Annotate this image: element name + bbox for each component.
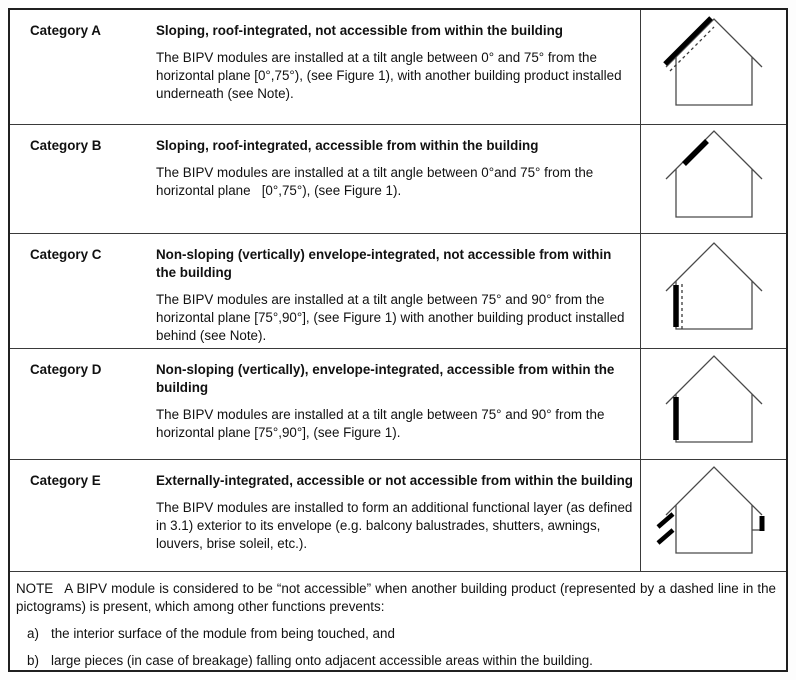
category-d-body: The BIPV modules are installed at a tilt… — [156, 406, 605, 440]
category-c-label: Category C — [30, 247, 102, 263]
category-a-label: Category A — [30, 23, 101, 38]
category-c-pictogram-cell — [640, 234, 786, 348]
category-a-text-cell: Category A Sloping, roof-integrated, not… — [10, 10, 640, 124]
table-row-category-c: Category C Non-sloping (vertically) enve… — [10, 233, 786, 348]
category-e-text-cell: Category E Externally-integrated, access… — [10, 460, 640, 571]
category-b-description: Sloping, roof-integrated, accessible fro… — [156, 137, 634, 200]
category-b-body: The BIPV modules are installed at a tilt… — [156, 165, 594, 199]
table-row-category-a: Category A Sloping, roof-integrated, not… — [10, 10, 786, 125]
category-e-pictogram-cell — [640, 459, 786, 571]
category-b-pictogram-cell — [640, 125, 786, 234]
category-d-description: Non-sloping (vertically), envelope-integ… — [156, 361, 634, 442]
category-e-body: The BIPV modules are installed to form a… — [156, 499, 633, 551]
category-c-text-cell: Category C Non-sloping (vertically) enve… — [10, 234, 640, 347]
note-label: NOTE — [16, 581, 54, 596]
category-c-heading: Non-sloping (vertically) envelope-integr… — [156, 247, 612, 281]
category-e-description: Externally-integrated, accessible or not… — [156, 472, 634, 553]
table-row-category-e: Category E Externally-integrated, access… — [10, 458, 786, 571]
category-e-label: Category E — [30, 472, 101, 488]
table-row-category-d: Category D Non-sloping (vertically), env… — [10, 347, 786, 459]
category-c-body: The BIPV modules are installed at a tilt… — [156, 292, 625, 344]
category-a-heading: Sloping, roof-integrated, not accessible… — [156, 23, 563, 38]
category-d-label: Category D — [30, 361, 102, 377]
category-c-description: Non-sloping (vertically) envelope-integr… — [156, 246, 634, 345]
note-item-a-text: the interior surface of the module from … — [51, 626, 395, 641]
category-a-pictogram-cell — [640, 10, 786, 125]
note-item-a: a) the interior surface of the module fr… — [27, 625, 776, 643]
category-e-heading: Externally-integrated, accessible or not… — [156, 472, 633, 488]
note-item-a-marker: a) — [27, 626, 39, 641]
category-a-description: Sloping, roof-integrated, not accessible… — [156, 22, 634, 103]
note-item-b-text: large pieces (in case of breakage) falli… — [51, 653, 593, 668]
house-wall-module-icon — [665, 354, 762, 443]
house-roof-module-icon — [665, 130, 762, 218]
note-text: A BIPV module is considered to be “not a… — [16, 581, 776, 614]
category-b-heading: Sloping, roof-integrated, accessible fro… — [156, 138, 539, 154]
category-d-heading: Non-sloping (vertically), envelope-integ… — [156, 361, 615, 395]
note-item-b-marker: b) — [27, 653, 39, 668]
category-b-text-cell: Category B Sloping, roof-integrated, acc… — [10, 125, 640, 233]
table-row-category-b: Category B Sloping, roof-integrated, acc… — [10, 124, 786, 234]
note-item-b: b) large pieces (in case of breakage) fa… — [27, 652, 776, 670]
house-wall-module-with-dashed-layer-icon — [665, 242, 762, 330]
house-roof-module-with-dashed-layer-icon — [662, 16, 762, 106]
category-b-label: Category B — [30, 138, 102, 154]
bipv-category-table: Category A Sloping, roof-integrated, not… — [8, 8, 788, 672]
category-d-text-cell: Category D Non-sloping (vertically), env… — [10, 349, 640, 459]
category-a-body: The BIPV modules are installed at a tilt… — [156, 50, 622, 101]
category-d-pictogram-cell — [640, 348, 786, 459]
house-external-louvers-balcony-icon — [656, 466, 764, 555]
